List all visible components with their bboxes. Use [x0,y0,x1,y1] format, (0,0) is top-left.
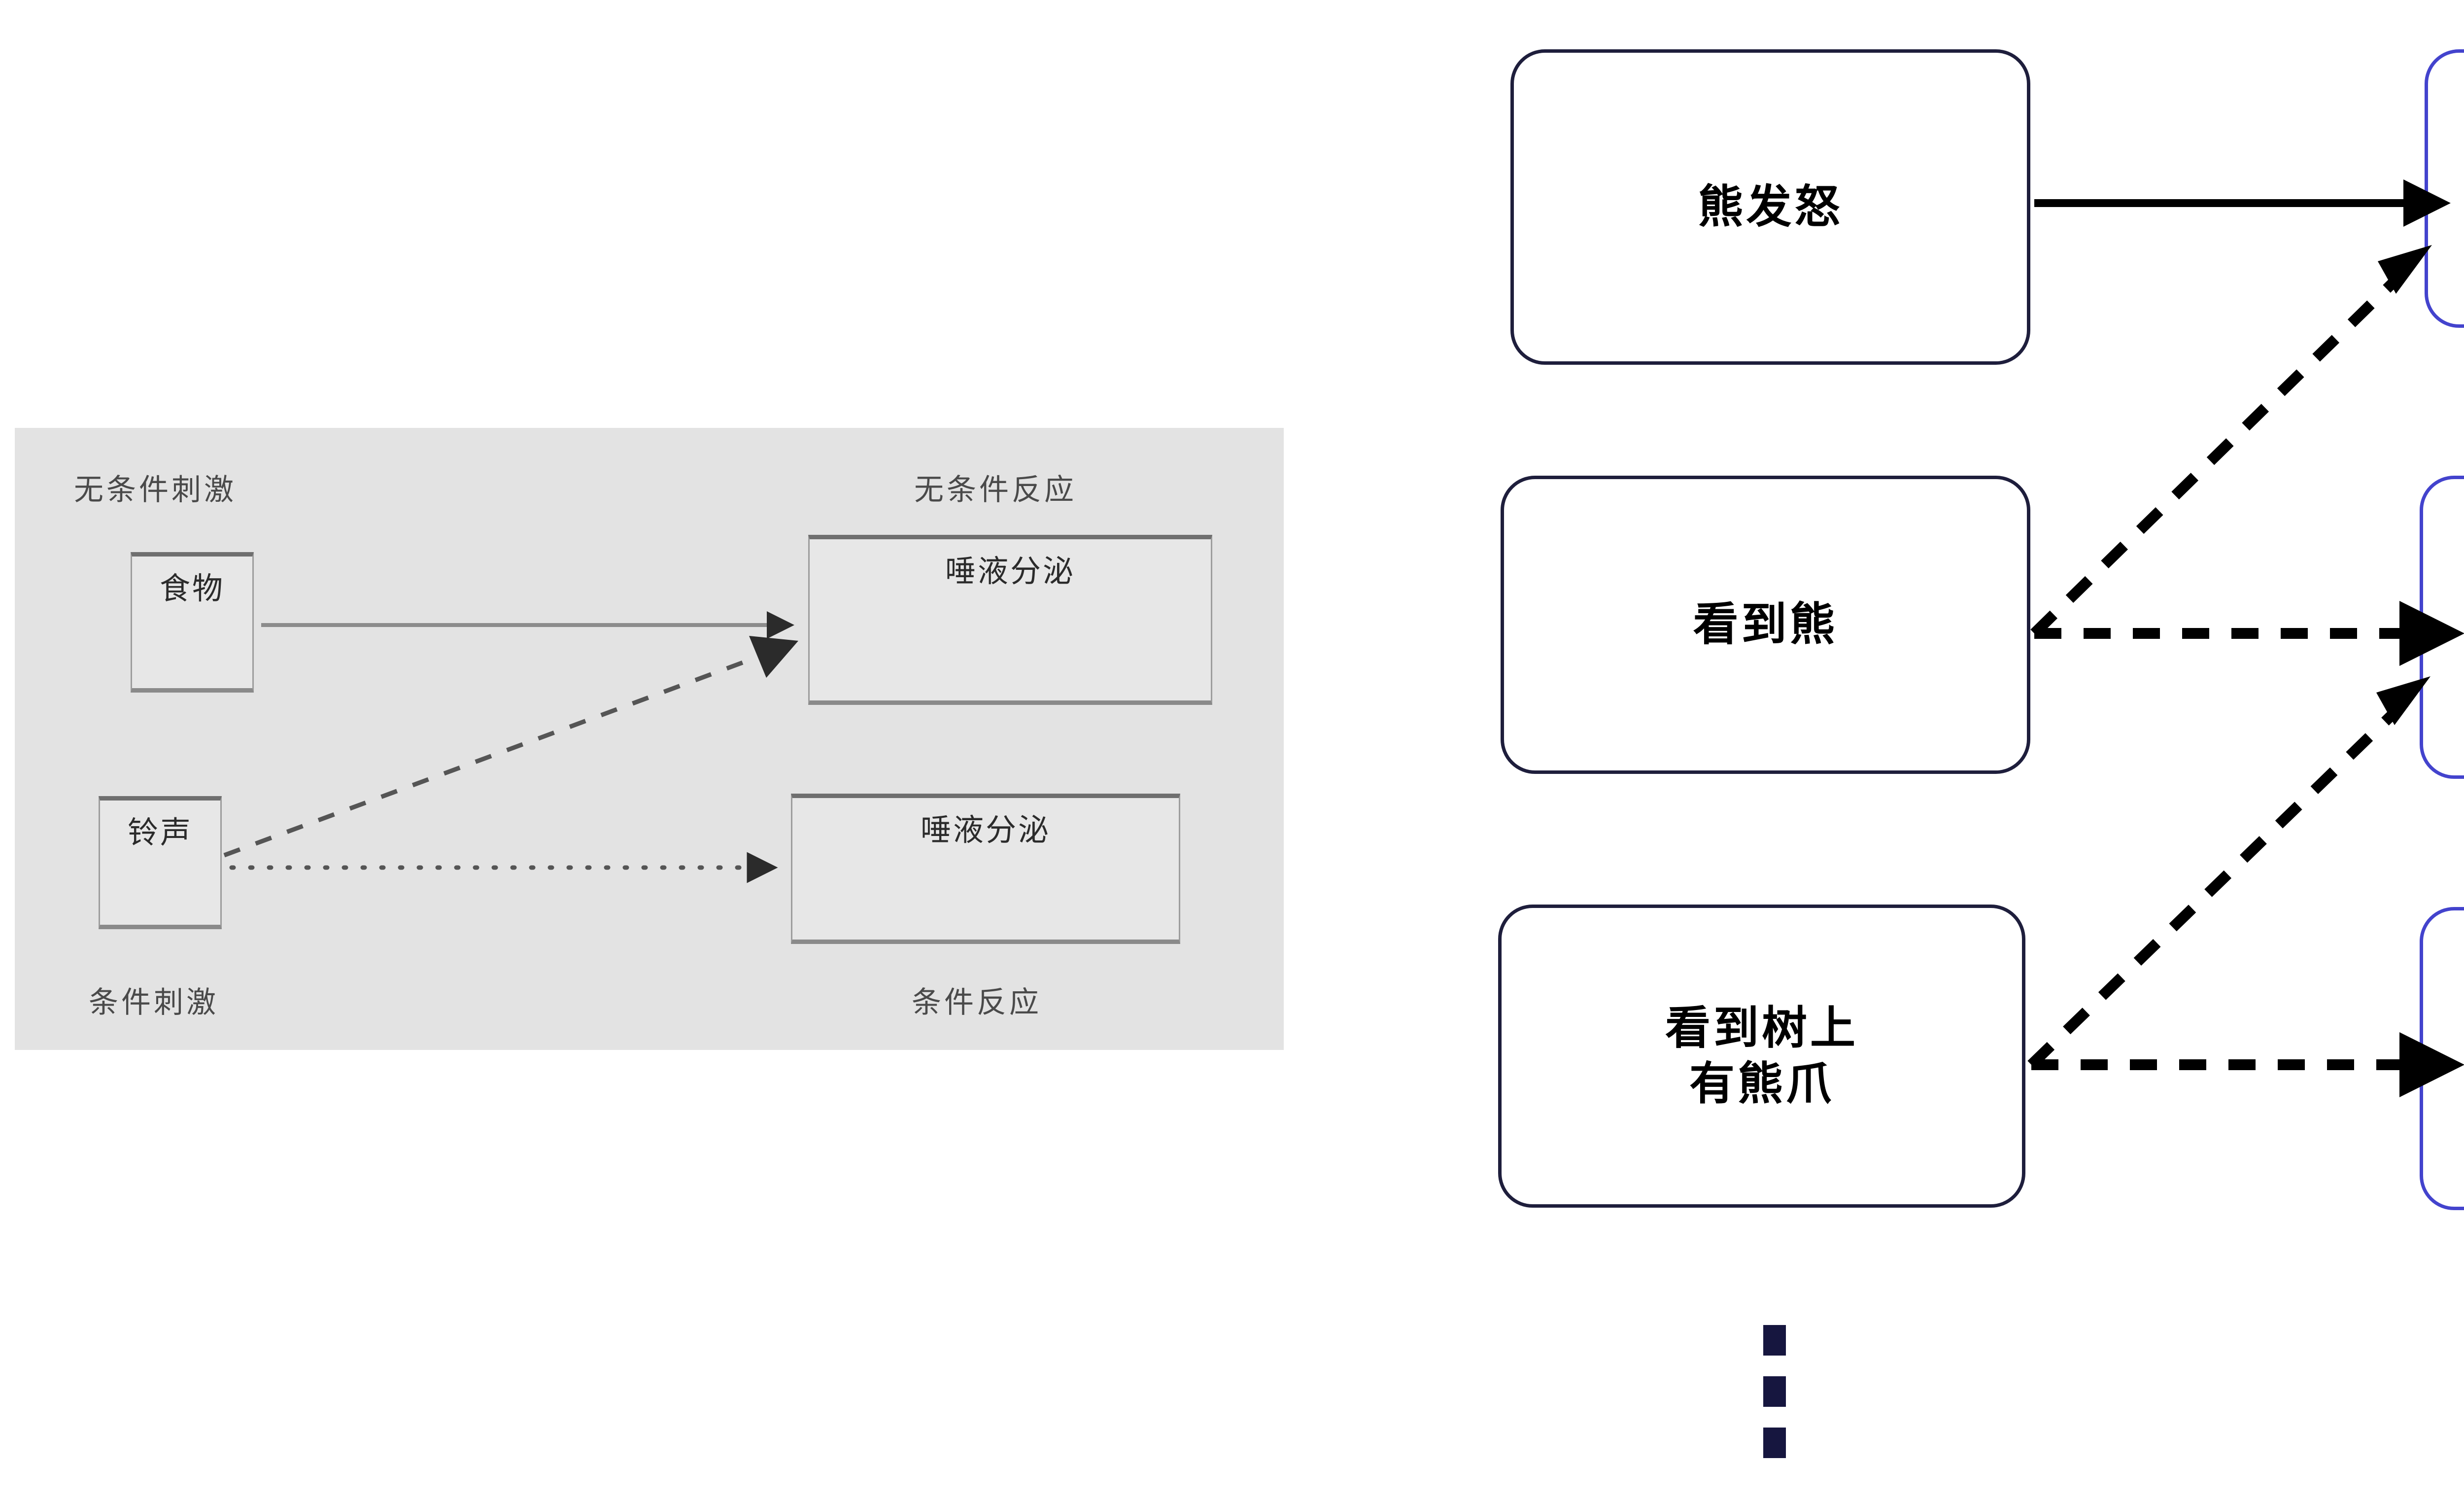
box-salivation-top-label: 唾液分泌 [945,553,1075,589]
edge-see-claw-to-vsprime [2027,696,2411,1069]
box-salivation-bottom-label: 唾液分泌 [920,812,1051,848]
box-salivation-top: 唾液分泌 [808,535,1212,705]
edge-see-bear-to-reward [2030,265,2411,637]
node-bear-angry[interactable]: 熊发怒 [1510,49,2030,365]
arrowhead-bell-diagonal [749,636,798,678]
node-see-bear-label: 看到熊 [1693,598,1838,651]
label-conditioned-stimulus: 条件刺激 [89,985,219,1020]
ellipsis-left-column [1763,1325,1786,1458]
ellipsis-dot [1763,1376,1786,1407]
box-salivation-bottom: 唾液分泌 [791,794,1180,944]
node-see-bear[interactable]: 看到熊 [1501,476,2030,774]
box-food: 食物 [131,552,254,693]
label-conditioned-response: 条件反应 [912,985,1042,1020]
arrowhead-see-claw-to-vsprime [2376,676,2430,725]
box-bell-label: 铃声 [127,814,193,850]
box-food-label: 食物 [159,570,225,606]
node-see-claw-line2: 有熊爪 [1689,1057,1834,1110]
arrow-bell-to-salivation-top [223,653,762,858]
label-unconditioned-stimulus: 无条件刺激 [74,473,237,507]
classical-conditioning-panel [15,428,1284,1050]
ellipsis-dot [1763,1428,1786,1458]
ellipsis-dot [1763,1325,1786,1356]
node-bear-angry-label: 熊发怒 [1698,180,1843,233]
node-see-claw-label: 看到树上 有熊爪 [1665,1001,1858,1111]
node-see-claw-line1: 看到树上 [1665,1002,1858,1055]
node-see-claw[interactable]: 看到树上 有熊爪 [1498,905,2025,1208]
box-bell: 铃声 [99,796,222,929]
label-unconditioned-response: 无条件反应 [914,473,1077,507]
arrowhead-see-bear-to-reward [2378,245,2432,294]
